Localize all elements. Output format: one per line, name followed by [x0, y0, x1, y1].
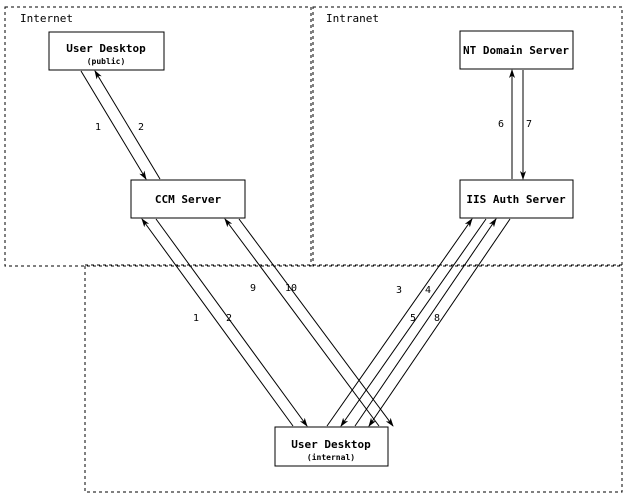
node-title-user-desktop-public: User Desktop	[66, 42, 146, 55]
flow-arrow-flow-2-public	[94, 70, 161, 180]
node-iis-auth-server[interactable]: IIS Auth Server	[459, 179, 574, 219]
flow-arrow-flow-9	[224, 218, 380, 427]
flow-step-label-flow-10: 10	[285, 283, 297, 294]
flow-step-label-flow-1-internal: 1	[193, 313, 199, 324]
flow-step-label-flow-9: 9	[250, 283, 256, 294]
node-box-user-desktop-public	[48, 31, 165, 71]
flow-step-label-flow-5: 5	[410, 313, 416, 324]
node-title-ccm-server: CCM Server	[155, 193, 222, 206]
flow-step-label-flow-3: 3	[396, 285, 402, 296]
zone-boundary-internet	[4, 6, 312, 267]
flow-step-label-flow-4: 4	[425, 285, 431, 296]
node-box-iis-auth-server	[459, 179, 574, 219]
node-nt-domain-server[interactable]: NT Domain Server	[459, 30, 574, 70]
flow-step-label-flow-2-public: 2	[138, 122, 144, 133]
node-title-nt-domain-server: NT Domain Server	[463, 44, 569, 57]
node-box-ccm-server	[130, 179, 246, 219]
flow-arrow-flow-10	[238, 218, 394, 427]
flow-step-label-flow-7: 7	[526, 119, 532, 130]
node-box-user-desktop-internal	[274, 426, 389, 467]
zones-group: Internet Intranet	[4, 6, 623, 493]
zone-label-intranet: Intranet	[326, 12, 379, 25]
node-subtitle-user-desktop-internal: (internal)	[307, 452, 355, 462]
flow-step-label-flow-2-internal: 2	[226, 313, 232, 324]
flow-arrow-flow-5	[354, 218, 497, 427]
node-subtitle-user-desktop-public: (public)	[87, 56, 126, 66]
flow-arrow-flow-1-public	[80, 70, 147, 180]
flow-labels-group: 1 2 1 2 3 4 5 8 6 7 9 10	[95, 119, 532, 324]
flow-step-label-flow-8: 8	[434, 313, 440, 324]
flow-arrow-flow-4	[340, 218, 487, 427]
flow-arrow-flow-2-internal	[155, 218, 308, 427]
zone-boundary-internal-lan	[84, 264, 623, 493]
node-user-desktop-internal[interactable]: User Desktop(internal)	[274, 426, 389, 467]
flow-step-label-flow-1-public: 1	[95, 122, 101, 133]
zone-label-internet: Internet	[20, 12, 73, 25]
node-title-iis-auth-server: IIS Auth Server	[466, 193, 566, 206]
flow-arrow-flow-1-internal	[141, 218, 294, 427]
flow-arrow-flow-8	[368, 218, 511, 427]
node-title-user-desktop-internal: User Desktop	[291, 438, 371, 451]
flows-group	[80, 69, 526, 427]
node-ccm-server[interactable]: CCM Server	[130, 179, 246, 219]
zone-boundary-intranet	[312, 6, 623, 267]
flow-step-label-flow-6: 6	[498, 119, 504, 130]
node-box-nt-domain-server	[459, 30, 574, 70]
flow-arrow-flow-3	[326, 218, 473, 427]
node-user-desktop-public[interactable]: User Desktop(public)	[48, 31, 165, 71]
